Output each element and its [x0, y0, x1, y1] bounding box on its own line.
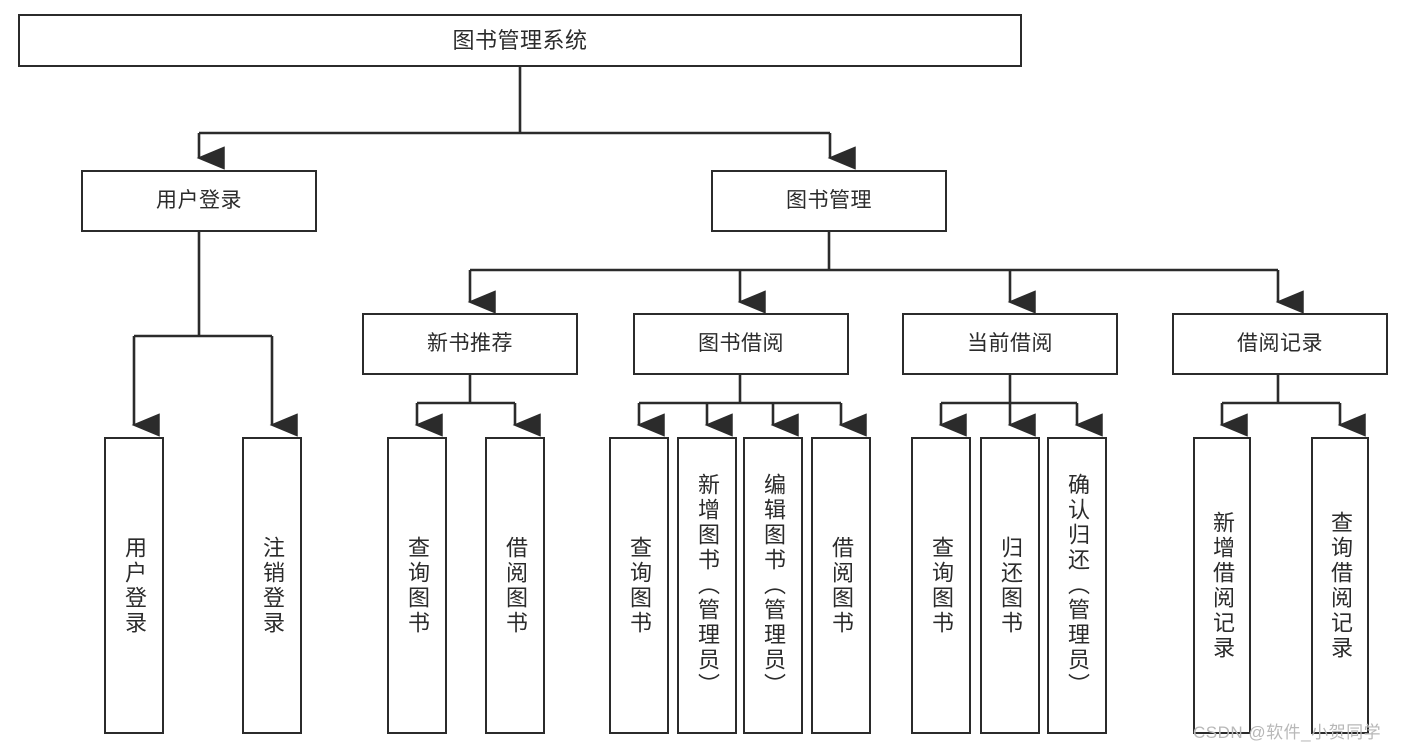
node-leaf-query-book-3[interactable]: 查询图书 — [911, 437, 971, 734]
node-leaf-borrow-book-1-label: 借阅图书 — [503, 535, 528, 636]
node-book-borrow[interactable]: 图书借阅 — [633, 313, 849, 375]
node-leaf-confirm-return-label: 确认归还（管理员） — [1065, 473, 1090, 698]
node-leaf-query-book-3-label: 查询图书 — [929, 535, 954, 636]
node-leaf-add-record-label: 新增借阅记录 — [1210, 510, 1235, 661]
node-leaf-logout-login[interactable]: 注销登录 — [242, 437, 302, 734]
node-leaf-confirm-return[interactable]: 确认归还（管理员） — [1047, 437, 1107, 734]
node-user-login[interactable]: 用户登录 — [81, 170, 317, 232]
node-user-login-label: 用户登录 — [156, 188, 242, 212]
node-leaf-add-book-label: 新增图书（管理员） — [695, 473, 720, 698]
node-leaf-edit-book-label: 编辑图书（管理员） — [761, 473, 786, 698]
node-leaf-return-book[interactable]: 归还图书 — [980, 437, 1040, 734]
node-root[interactable]: 图书管理系统 — [18, 14, 1022, 67]
node-leaf-add-record[interactable]: 新增借阅记录 — [1193, 437, 1251, 734]
node-current-borrow-label: 当前借阅 — [967, 331, 1053, 355]
node-leaf-borrow-book-1[interactable]: 借阅图书 — [485, 437, 545, 734]
node-leaf-query-record[interactable]: 查询借阅记录 — [1311, 437, 1369, 734]
node-leaf-query-book-2[interactable]: 查询图书 — [609, 437, 669, 734]
node-leaf-add-book[interactable]: 新增图书（管理员） — [677, 437, 737, 734]
node-leaf-query-record-label: 查询借阅记录 — [1328, 510, 1353, 661]
node-leaf-edit-book[interactable]: 编辑图书（管理员） — [743, 437, 803, 734]
node-leaf-borrow-book-2[interactable]: 借阅图书 — [811, 437, 871, 734]
node-leaf-user-login-label: 用户登录 — [122, 535, 147, 636]
node-book-borrow-label: 图书借阅 — [698, 331, 784, 355]
node-new-book-rec-label: 新书推荐 — [427, 331, 513, 355]
node-leaf-user-login[interactable]: 用户登录 — [104, 437, 164, 734]
node-book-manage[interactable]: 图书管理 — [711, 170, 947, 232]
node-leaf-query-book-2-label: 查询图书 — [627, 535, 652, 636]
node-current-borrow[interactable]: 当前借阅 — [902, 313, 1118, 375]
node-new-book-rec[interactable]: 新书推荐 — [362, 313, 578, 375]
node-book-manage-label: 图书管理 — [786, 188, 872, 212]
watermark-text: CSDN @软件_小贺同学 — [1193, 723, 1382, 742]
node-root-label: 图书管理系统 — [452, 27, 588, 53]
node-leaf-query-book-1[interactable]: 查询图书 — [387, 437, 447, 734]
node-leaf-borrow-book-2-label: 借阅图书 — [829, 535, 854, 636]
node-borrow-record[interactable]: 借阅记录 — [1172, 313, 1388, 375]
node-borrow-record-label: 借阅记录 — [1237, 331, 1323, 355]
node-leaf-return-book-label: 归还图书 — [998, 535, 1023, 636]
node-leaf-query-book-1-label: 查询图书 — [405, 535, 430, 636]
node-leaf-logout-login-label: 注销登录 — [260, 535, 285, 636]
